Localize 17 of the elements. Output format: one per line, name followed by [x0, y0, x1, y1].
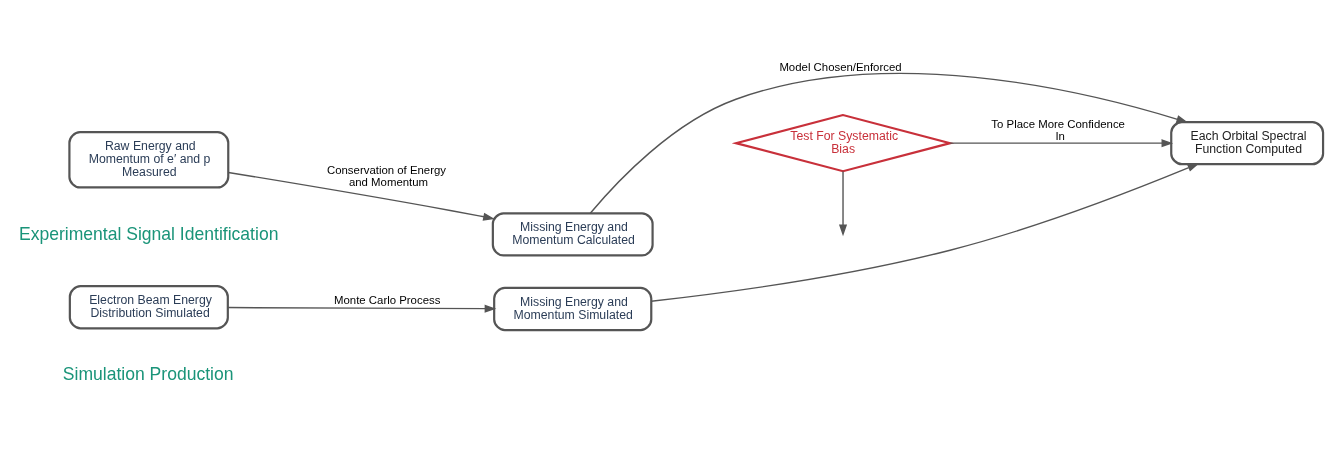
- node-box: Raw Energy and Momentum of e′ and p Measured: [68, 131, 230, 189]
- arrow: [589, 72, 1188, 214]
- label: Simulation Production: [62, 364, 234, 385]
- node-box: Electron Beam Energy Distribution Simulated: [68, 285, 229, 330]
- edge-label: To Place More Confidence In: [991, 117, 1125, 142]
- edge-label: Monte Carlo Process: [334, 294, 441, 307]
- node-box: Missing Energy and Momentum Simulated: [493, 286, 653, 332]
- edge-label: Conservation of Energy and Momentum: [326, 164, 447, 189]
- edge-label: Model Chosen/Enforced: [779, 60, 902, 73]
- arrow: [838, 170, 848, 237]
- arrow: [227, 171, 495, 221]
- node-box: Missing Energy and Momentum Calculated: [491, 212, 654, 257]
- arrow: [227, 304, 497, 313]
- arrow: [949, 139, 1174, 148]
- arrow: [650, 163, 1200, 302]
- label: Experimental Signal Identification: [18, 223, 279, 244]
- node-box: Each Orbital Spectral Function Computed: [1170, 120, 1325, 166]
